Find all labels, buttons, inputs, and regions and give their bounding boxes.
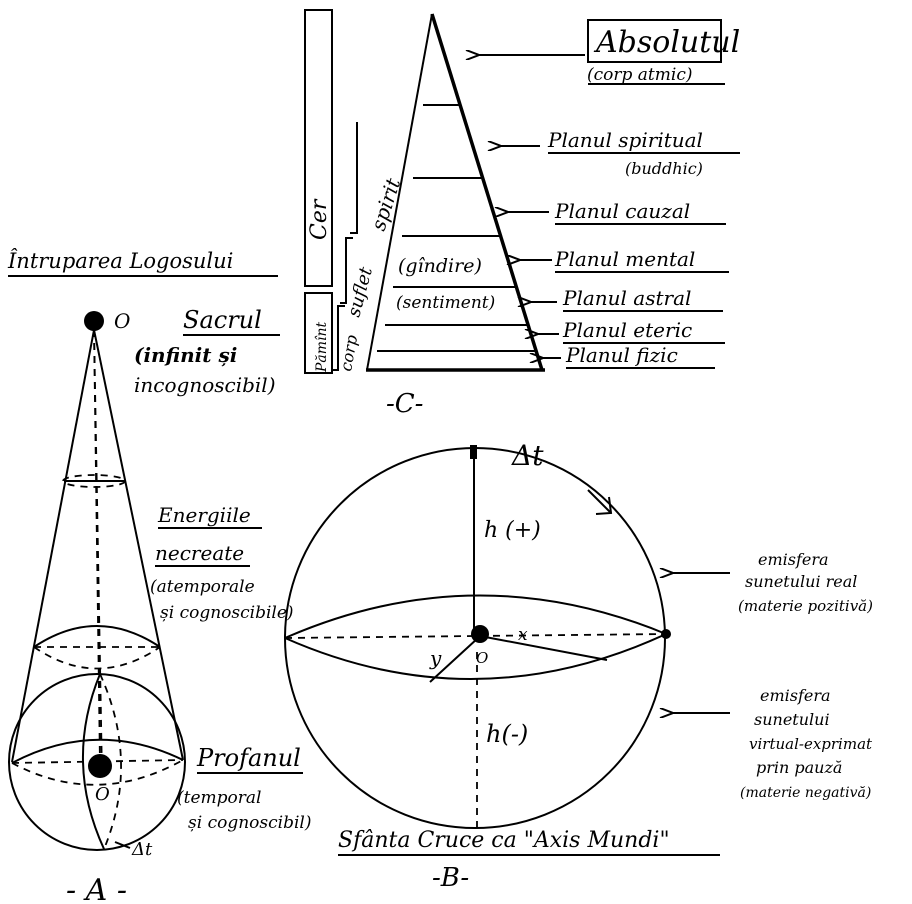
lower-label-4: prin pauză [756,758,842,777]
sacrul-sub1: (infinit și [134,343,237,367]
h-minus-label: h(-) [486,720,528,748]
planul-mental-label: Planul mental [554,247,695,271]
cone-mid-ellipse-top [33,625,161,648]
x-axis [284,633,667,639]
panel-c-label: -C- [386,389,423,419]
panel-a-delta-t: Δt [131,839,153,860]
profane-sphere [8,673,186,851]
x-ray [479,635,608,661]
y-axis [429,637,479,683]
pamint-column [304,292,333,374]
upper-label-1: emisfera [758,550,829,569]
energiile-label-3: (atemporale [150,577,255,597]
energiile-label-2: necreate [155,541,244,565]
lower-label-2: sunetului [754,710,830,729]
cone-left-edge [11,329,95,763]
corp-label: corp [336,333,361,372]
lower-label-5: (materie negativă) [740,785,871,801]
profanul-label: Profanul [196,744,301,772]
absolutul-box [587,19,722,63]
pyramid [366,13,545,372]
suflet-bracket [340,237,353,304]
origin-label: O [476,649,488,667]
cer-label: Cer [307,198,332,240]
lower-label-3: virtual-exprimat [749,735,873,753]
planul-fizic-label: Planul fizic [565,343,678,367]
panel-a: Întruparea Logosului O O Δt Sacrul (infi… [7,249,311,904]
sacrul-sub2: incognoscibil) [134,373,276,397]
spirit-label: spirit [366,174,406,233]
profanul-sub2: și cognoscibil) [188,813,311,833]
spirit-bracket [350,122,358,234]
sphere-meridian-left [82,673,105,850]
apex-label: O [114,309,130,333]
center-label: O [95,784,110,805]
equator-front [284,633,667,680]
cone-right-edge [93,329,184,761]
upper-label-2: sunetului real [745,572,857,591]
equator-back [284,594,667,639]
planul-spiritual-label: Planul spiritual [547,128,703,152]
origin-point [471,625,489,643]
planul-eteric-label: Planul eteric [562,318,692,342]
pamint-label: Pămînt [314,321,330,373]
rotation-arrow [587,489,611,513]
axis-mundi-caption: Sfânta Cruce ca "Axis Mundi" [338,828,670,853]
absolutul-sub-label: (corp atmic) [587,65,692,85]
energiile-label-4: și cognoscibile) [160,603,294,623]
h-plus-label: h (+) [484,518,541,543]
panel-b-label: -B- [432,863,469,893]
center-point [88,754,112,778]
sentiment-label: (sentiment) [396,293,495,313]
panel-b-delta-t: Δt [511,439,544,472]
panel-c: Cer Pămînt spirit suflet corp (gîndire) … [304,9,740,419]
sacrul-label: Sacrul [183,306,262,334]
absolutul-label: Absolutul [593,25,740,60]
panel-a-title: Întruparea Logosului [7,249,233,273]
apex-point [84,311,104,331]
profanul-sub1: (temporal [177,788,261,808]
energiile-label-1: Energiile [157,503,251,527]
planul-spiritual-sub-label: (buddhic) [625,159,703,178]
x-axis-label: x [518,625,528,645]
suflet-label: suflet [344,264,378,319]
cer-column [304,9,333,287]
upper-label-3: (materie pozitivă) [738,597,873,615]
planul-astral-label: Planul astral [562,286,691,310]
planul-cauzal-label: Planul cauzal [554,199,690,223]
y-axis-label: y [429,646,442,670]
panel-a-label: - A - [66,873,127,904]
corp-bracket [333,305,345,371]
gindire-label: (gîndire) [398,255,482,277]
panel-b: O x y h (+) h(-) Δt emisfera sunetului r… [284,439,873,893]
lower-label-1: emisfera [760,686,831,705]
